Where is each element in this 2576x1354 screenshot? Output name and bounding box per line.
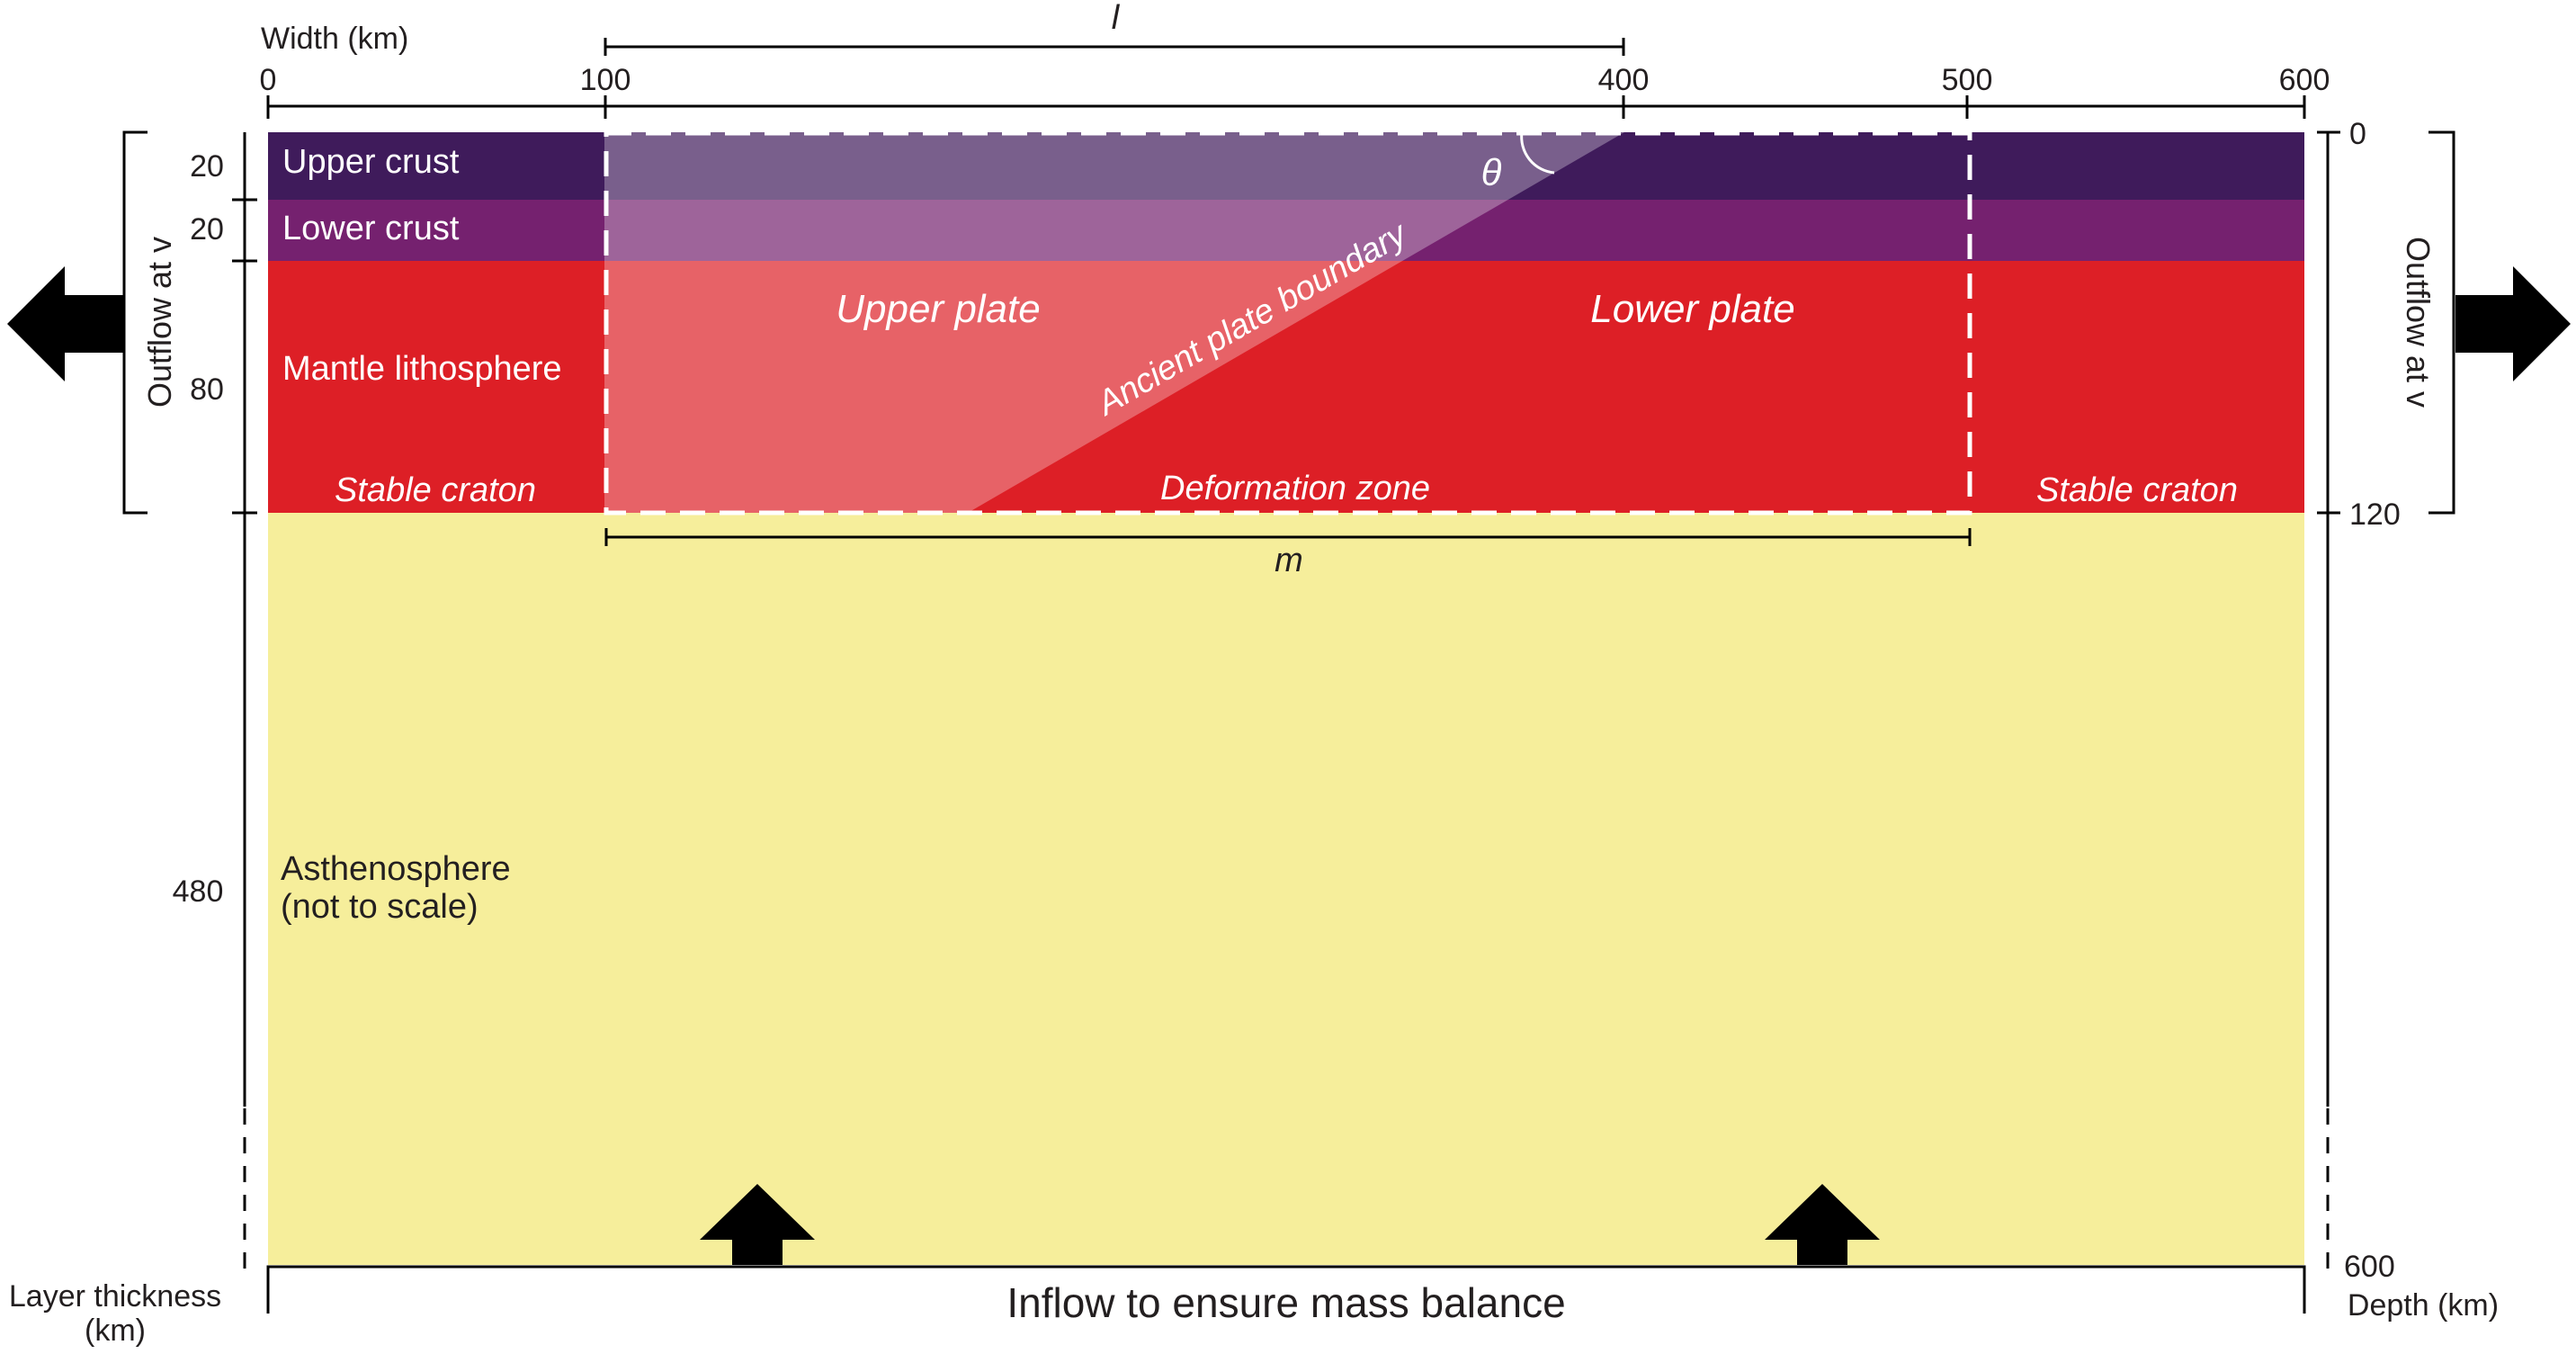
lower-plate-label: Lower plate <box>1590 287 1794 331</box>
depth-axis-title: Depth (km) <box>2348 1288 2499 1323</box>
m-dimension-label: m <box>1275 542 1303 579</box>
deformation-zone-box <box>604 130 1972 516</box>
layer-thickness-unit: (km) <box>85 1314 146 1348</box>
mantle-lithosphere-label: Mantle lithosphere <box>282 350 562 388</box>
depth-tick-label: 0 <box>2349 117 2366 151</box>
layer-thickness-axis <box>232 132 257 1269</box>
outflow-left-label: Outflow at v <box>141 237 178 408</box>
width-axis <box>266 95 2306 119</box>
arrow-up-icon <box>700 1184 815 1265</box>
width-tick-label: 100 <box>580 63 631 97</box>
outflow-right-bracket <box>2428 130 2455 515</box>
width-tick-label: 600 <box>2279 63 2330 97</box>
layer-thickness-value: 80 <box>190 372 224 407</box>
layer-thickness-value: 20 <box>190 212 224 247</box>
theta-arc <box>1520 131 1555 175</box>
stable-craton-right-label: Stable craton <box>2036 471 2238 509</box>
layer-thickness-value: 20 <box>190 149 224 184</box>
inflow-bracket <box>266 1265 2306 1314</box>
depth-tick-label: 120 <box>2349 498 2401 532</box>
arrow-right-icon <box>2455 266 2571 381</box>
theta-label: θ <box>1481 151 1502 193</box>
lower-crust-label: Lower crust <box>282 210 460 247</box>
deformation-zone-label: Deformation zone <box>1160 470 1430 507</box>
width-tick-label: 500 <box>1942 63 1993 97</box>
arrow-left-icon <box>7 266 124 381</box>
stable-craton-left-label: Stable craton <box>335 471 536 509</box>
asthenosphere-note: (not to scale) <box>281 888 479 926</box>
width-tick-label: 0 <box>260 63 277 97</box>
asthenosphere-layer <box>268 513 2304 1265</box>
layer-thickness-value: 480 <box>173 874 224 909</box>
l-dimension-label: l <box>1112 0 1121 37</box>
arrow-up-icon <box>1765 1184 1880 1265</box>
depth-tick-label: 600 <box>2344 1250 2395 1284</box>
upper-crust-label: Upper crust <box>282 143 460 181</box>
l-bracket <box>604 38 1625 56</box>
upper-plate-region <box>604 132 1624 513</box>
width-tick-label: 400 <box>1598 63 1650 97</box>
m-bracket <box>604 528 1972 546</box>
upper-plate-label: Upper plate <box>836 287 1040 331</box>
width-axis-title: Width (km) <box>261 22 408 56</box>
layer-thickness-title: Layer thickness <box>9 1279 221 1314</box>
outflow-left-bracket <box>122 130 148 515</box>
inflow-label: Inflow to ensure mass balance <box>1006 1279 1565 1326</box>
outflow-right-label: Outflow at v <box>2400 237 2437 408</box>
asthenosphere-label: Asthenosphere <box>281 850 511 888</box>
depth-axis <box>2317 130 2340 1269</box>
